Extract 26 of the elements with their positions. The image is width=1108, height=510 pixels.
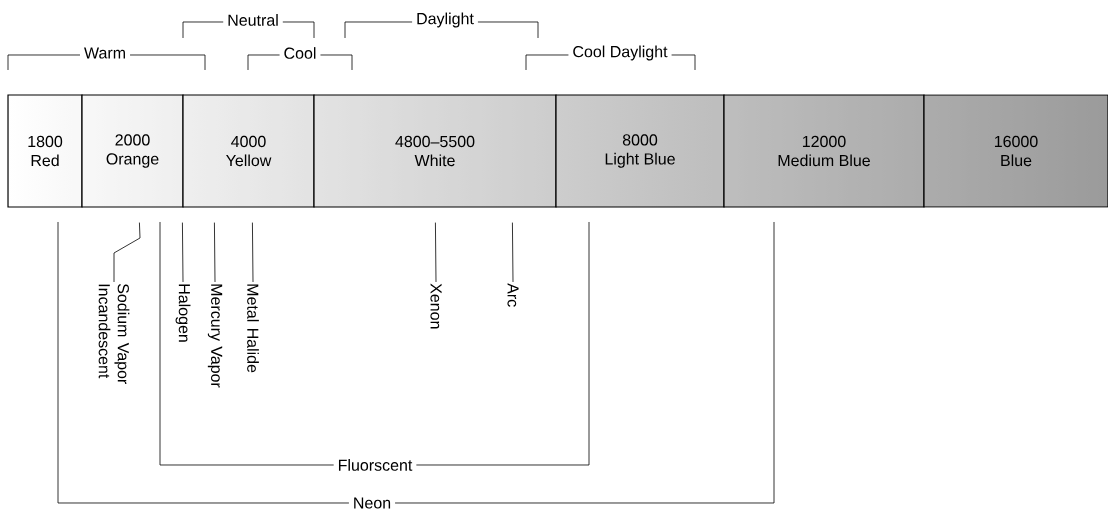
range-label: Neutral [223,10,283,30]
range-label: Daylight [412,8,478,32]
leader-line [252,222,254,283]
range-label: Cool [279,43,321,63]
band-cell: 8000 Light Blue [555,94,725,208]
band-cell: 16000 Blue [923,94,1108,208]
lamp-label: Metal Halide [247,284,259,373]
leader-line [512,222,514,283]
lamp-label: Sodium Vapor Incandescent [98,283,130,384]
range-label: Warm [80,43,131,63]
leader-line [435,222,437,283]
band-cell: 4000 Yellow [182,94,315,208]
leader-line [113,222,141,283]
range-label: Fluorscent [333,455,417,475]
lamp-label: Arc [507,283,519,307]
leader-line [214,222,216,283]
band-cell: 4800–5500 White [313,94,557,208]
band-cell: 12000 Medium Blue [723,94,925,208]
range-label: Neon [348,493,396,510]
range-label: Cool Daylight [568,41,672,65]
lamp-label: Halogen [175,284,191,342]
lamp-label: Xenon [430,283,442,329]
lamp-label: Mercury Vapor [207,284,223,388]
band-cell: 1800 Red [7,94,83,208]
leader-line [182,222,184,283]
band-cell: 2000 Orange [81,94,184,208]
